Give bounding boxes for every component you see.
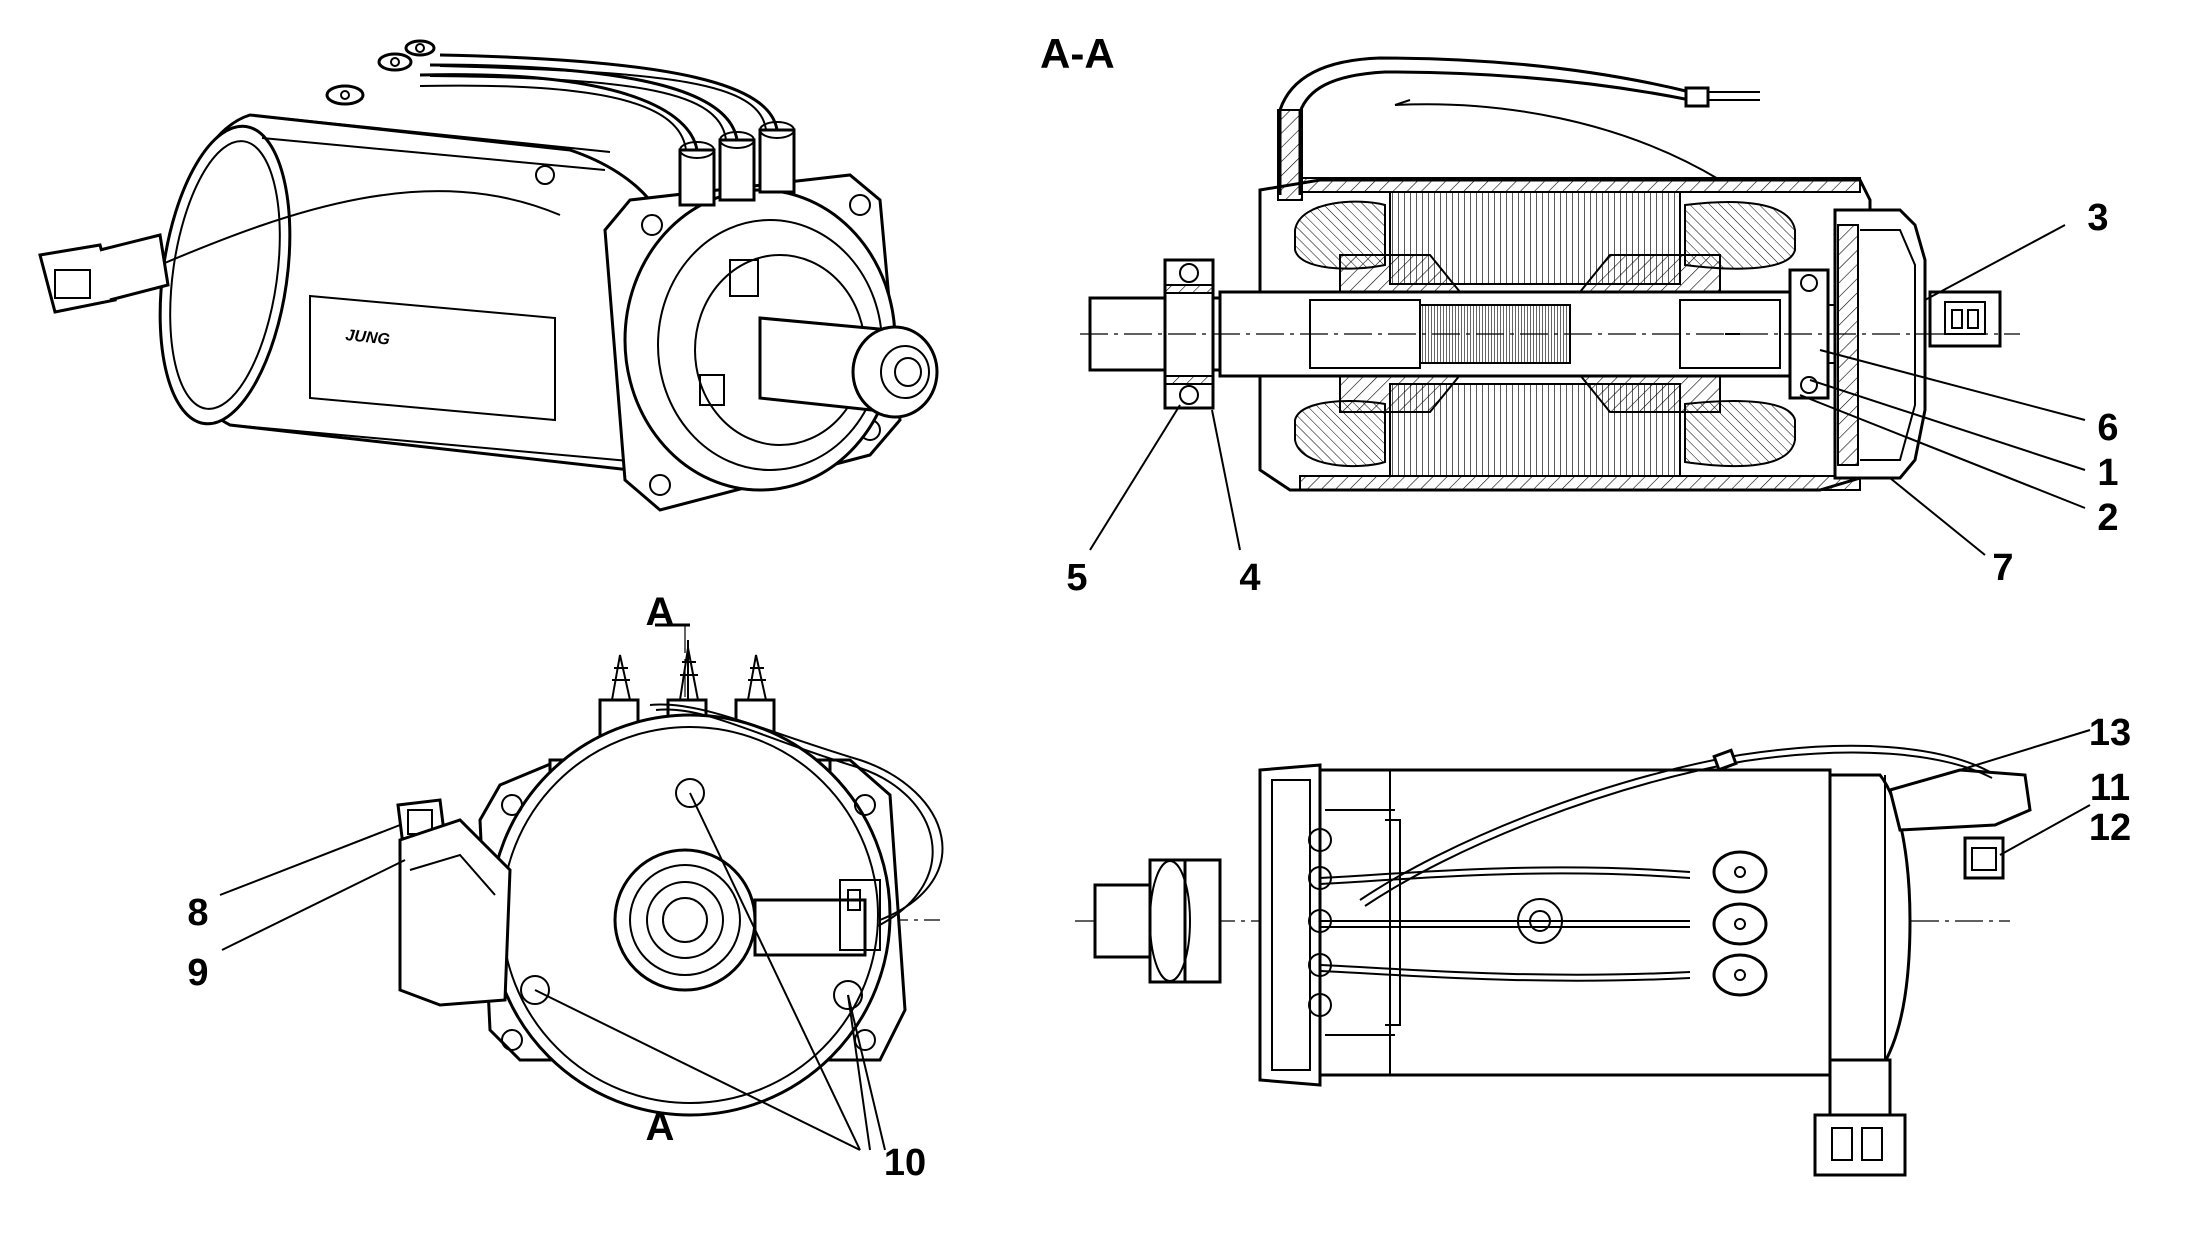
nameplate-logo: JUNG (345, 327, 391, 349)
side-view: 13 11 12 (1075, 712, 2131, 1177)
callout-12: 12 (2089, 807, 2131, 849)
section-view-callouts: 3 6 1 2 7 5 4 (1066, 197, 2118, 599)
isometric-view: JUNG (38, 39, 939, 512)
callout-7: 7 (1992, 547, 2013, 589)
callout-3: 3 (2087, 197, 2108, 239)
callout-9: 9 (187, 952, 208, 994)
section-view-a-a: A-A (1040, 30, 2020, 492)
callout-5: 5 (1066, 557, 1087, 599)
callout-8: 8 (187, 892, 208, 934)
callout-2: 2 (2097, 497, 2118, 539)
section-title: A-A (1040, 30, 1115, 77)
section-mark-top: A (646, 590, 675, 634)
callout-1: 1 (2097, 452, 2118, 494)
callout-6: 6 (2097, 407, 2118, 449)
callout-10: 10 (884, 1142, 926, 1184)
callout-11: 11 (2090, 767, 2130, 809)
callout-13: 13 (2089, 712, 2131, 754)
callout-4: 4 (1239, 557, 1260, 599)
end-view: A A (187, 590, 944, 1184)
